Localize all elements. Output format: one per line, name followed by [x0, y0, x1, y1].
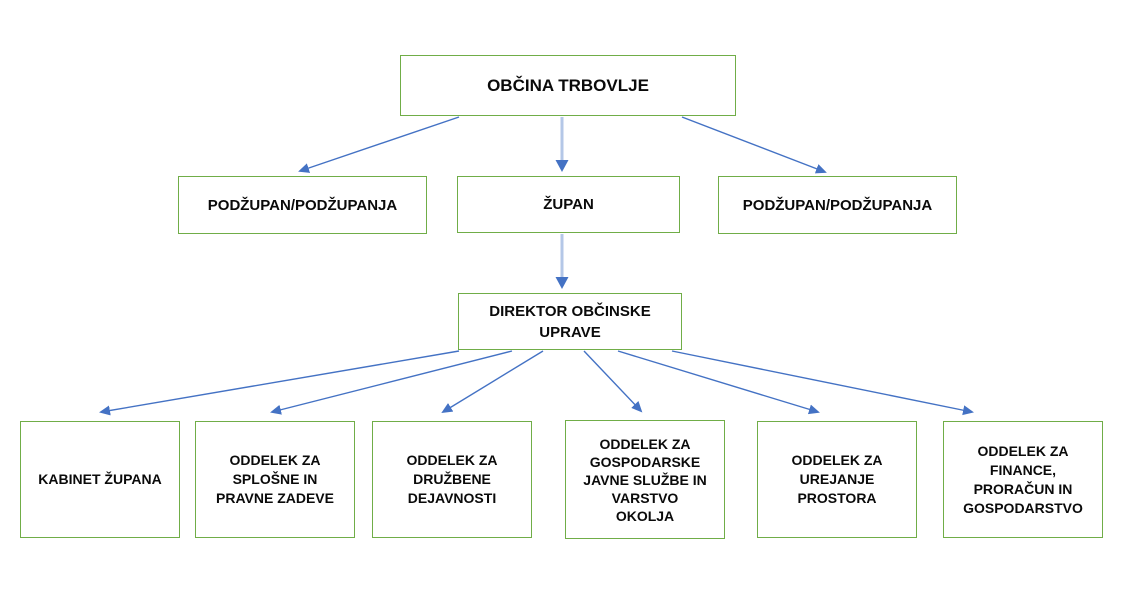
node-dept-finance: ODDELEK ZA FINANCE, PRORAČUN IN GOSPODAR…	[943, 421, 1103, 538]
node-director: DIREKTOR OBČINSKE UPRAVE	[458, 293, 682, 350]
node-dept-social-label: ODDELEK ZA DRUŽBENE DEJAVNOSTI	[406, 452, 498, 506]
node-dept-spatial-planning: ODDELEK ZA UREJANJE PROSTORA	[757, 421, 917, 538]
node-mayor: ŽUPAN	[457, 176, 680, 233]
node-deputy-mayor-left-label: PODŽUPAN/PODŽUPANJA	[207, 196, 398, 214]
node-director-label: DIREKTOR OBČINSKE UPRAVE	[489, 302, 651, 341]
node-dept-social: ODDELEK ZA DRUŽBENE DEJAVNOSTI	[372, 421, 532, 538]
node-dept-general-legal: ODDELEK ZA SPLOŠNE IN PRAVNE ZADEVE	[195, 421, 355, 538]
arrow-director-to-finance	[671, 350, 974, 416]
arrow-root-to-vice-right	[681, 116, 827, 174]
arrow-director-to-spatial	[617, 350, 820, 415]
arrow-director-to-social	[441, 350, 544, 414]
node-dept-utilities-environment-label: ODDELEK ZA GOSPODARSKE JAVNE SLUŽBE IN V…	[583, 435, 707, 524]
node-dept-utilities-environment: ODDELEK ZA GOSPODARSKE JAVNE SLUŽBE IN V…	[565, 420, 725, 539]
arrow-director-to-cabinet	[99, 350, 460, 416]
arrow-root-to-vice-left	[298, 116, 460, 173]
arrow-director-to-utilities	[583, 350, 643, 413]
node-municipality: OBČINA TRBOVLJE	[400, 55, 736, 116]
node-dept-cabinet-label: KABINET ŽUPANA	[38, 471, 162, 487]
node-deputy-mayor-left: PODŽUPAN/PODŽUPANJA	[178, 176, 427, 234]
node-dept-spatial-planning-label: ODDELEK ZA UREJANJE PROSTORA	[791, 452, 883, 506]
node-dept-cabinet: KABINET ŽUPANA	[20, 421, 180, 538]
node-municipality-label: OBČINA TRBOVLJE	[487, 76, 649, 95]
node-deputy-mayor-right: PODŽUPAN/PODŽUPANJA	[718, 176, 957, 234]
node-dept-general-legal-label: ODDELEK ZA SPLOŠNE IN PRAVNE ZADEVE	[216, 452, 334, 506]
node-dept-finance-label: ODDELEK ZA FINANCE, PRORAČUN IN GOSPODAR…	[963, 442, 1083, 516]
node-deputy-mayor-right-label: PODŽUPAN/PODŽUPANJA	[742, 196, 933, 214]
arrow-director-to-general	[270, 350, 513, 415]
node-mayor-label: ŽUPAN	[543, 196, 594, 213]
